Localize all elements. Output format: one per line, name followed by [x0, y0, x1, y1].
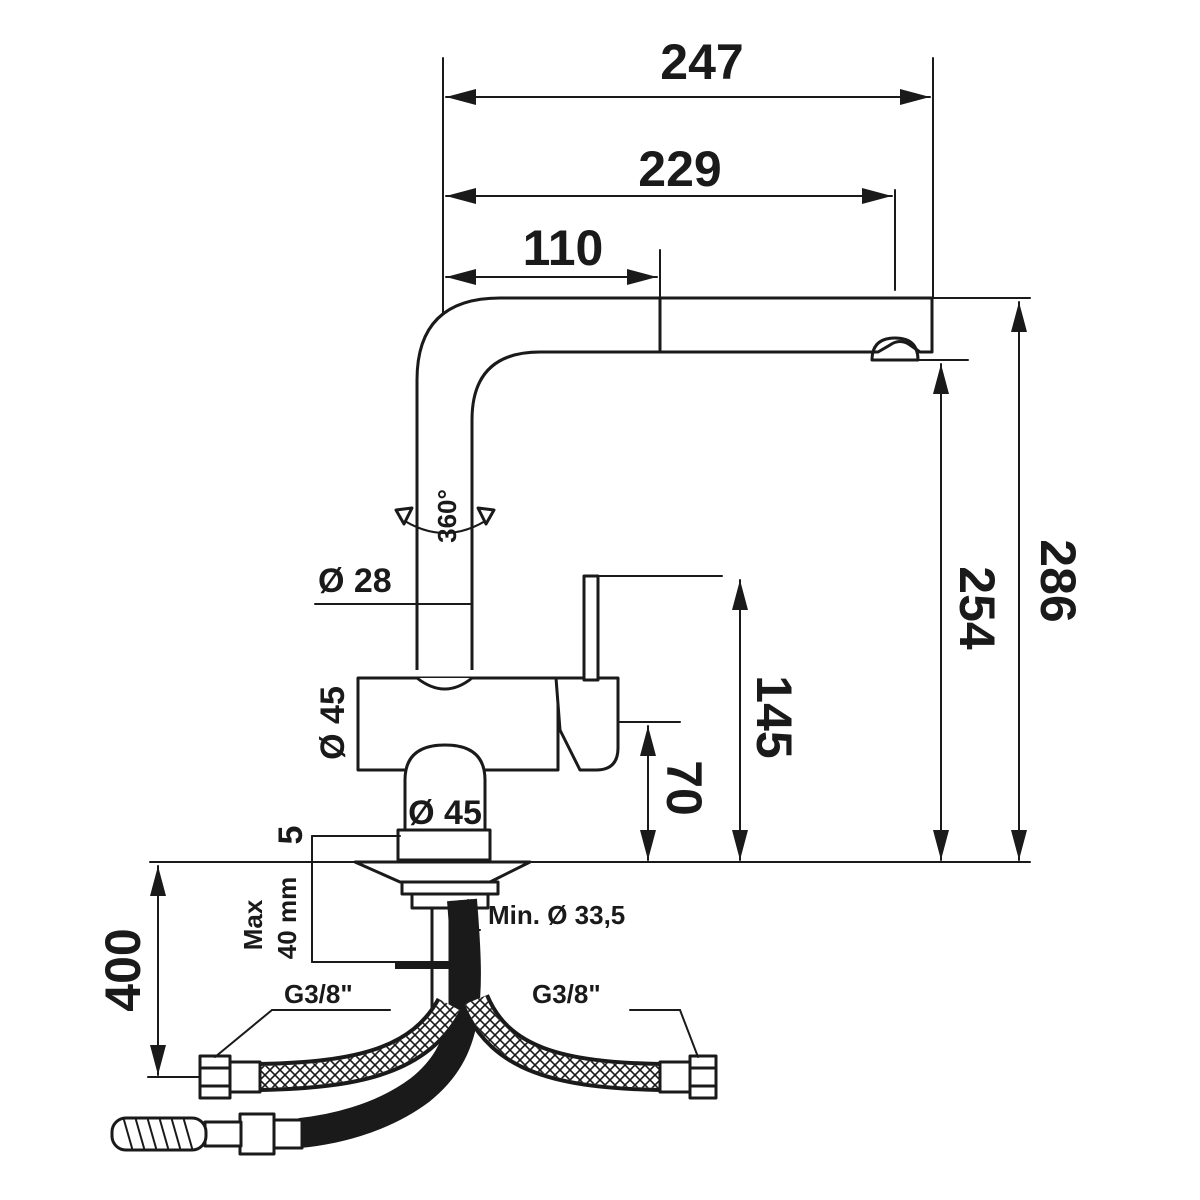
- rotation-arrow-icon: [394, 506, 496, 534]
- label-hole-min: Min. Ø 33,5: [488, 900, 625, 930]
- label-connection-right: G3/8": [532, 979, 601, 1009]
- dimension-reach-total: 247: [660, 34, 743, 90]
- dimension-lines-vertical: [597, 297, 1031, 861]
- dimension-lines-under-sink: [147, 603, 699, 1078]
- faucet-base: [353, 828, 532, 1010]
- label-body-diameter: Ø 45: [314, 686, 352, 760]
- dimension-spout-section: 110: [523, 220, 604, 276]
- faucet-body: [356, 574, 620, 832]
- dimension-height-body: 70: [656, 760, 712, 816]
- dimension-height-total: 286: [1030, 539, 1086, 622]
- label-spout-diameter: Ø 28: [318, 562, 392, 600]
- supply-hoses: [110, 898, 718, 1156]
- label-max-counter: Max: [238, 899, 268, 950]
- dimension-lines-horizontal: [442, 57, 934, 353]
- label-connection-left: G3/8": [284, 979, 353, 1009]
- dimension-under-sink-hose: 400: [95, 928, 151, 1011]
- dimension-height-outlet: 254: [949, 566, 1005, 650]
- dimension-reach-outlet: 229: [638, 141, 721, 197]
- faucet-spout: [415, 296, 934, 670]
- label-max-counter-value: 40 mm: [272, 877, 302, 959]
- label-base-thickness: 5: [272, 826, 310, 845]
- dimension-height-lever: 145: [746, 675, 802, 758]
- label-base-diameter: Ø 45: [408, 794, 482, 832]
- label-rotation: 360°: [432, 489, 462, 543]
